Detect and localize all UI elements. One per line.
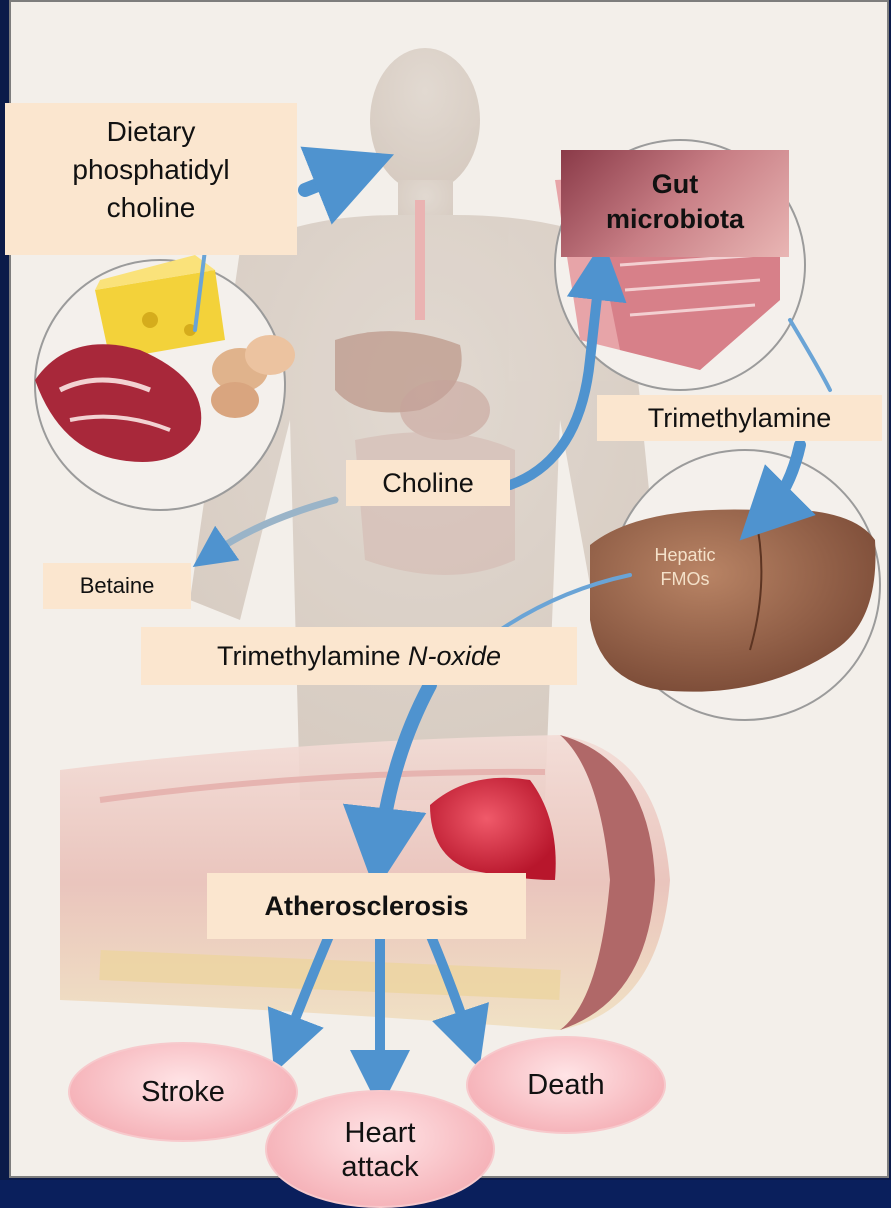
trimethylamine-label: Trimethylamine <box>597 395 882 441</box>
choline-label: Choline <box>346 460 510 506</box>
heart-attack-line-2: attack <box>267 1150 493 1184</box>
stroke-outcome: Stroke <box>68 1042 298 1142</box>
atherosclerosis-label: Atherosclerosis <box>207 873 526 939</box>
hepatic-line-1: Hepatic <box>645 543 725 567</box>
heart-attack-line-1: Heart <box>267 1116 493 1150</box>
gut-line-1: Gut <box>561 167 789 202</box>
heart-attack-outcome: Heart attack <box>265 1090 495 1208</box>
dietary-phosphatidylcholine-label: Dietary phosphatidyl choline <box>5 103 297 255</box>
gut-line-2: microbiota <box>561 202 789 237</box>
dietary-line-2: phosphatidyl <box>5 151 297 189</box>
dietary-line-1: Dietary <box>5 113 297 151</box>
hepatic-fmos-label: Hepatic FMOs <box>645 543 725 591</box>
tmao-label: Trimethylamine N-oxide <box>141 627 577 685</box>
death-outcome: Death <box>466 1036 666 1134</box>
dietary-line-3: choline <box>5 189 297 227</box>
betaine-label: Betaine <box>43 563 191 609</box>
gut-microbiota-label: Gut microbiota <box>561 150 789 257</box>
tmao-prefix: Trimethylamine <box>217 641 408 671</box>
hepatic-line-2: FMOs <box>645 567 725 591</box>
tmao-suffix: N-oxide <box>408 641 501 671</box>
